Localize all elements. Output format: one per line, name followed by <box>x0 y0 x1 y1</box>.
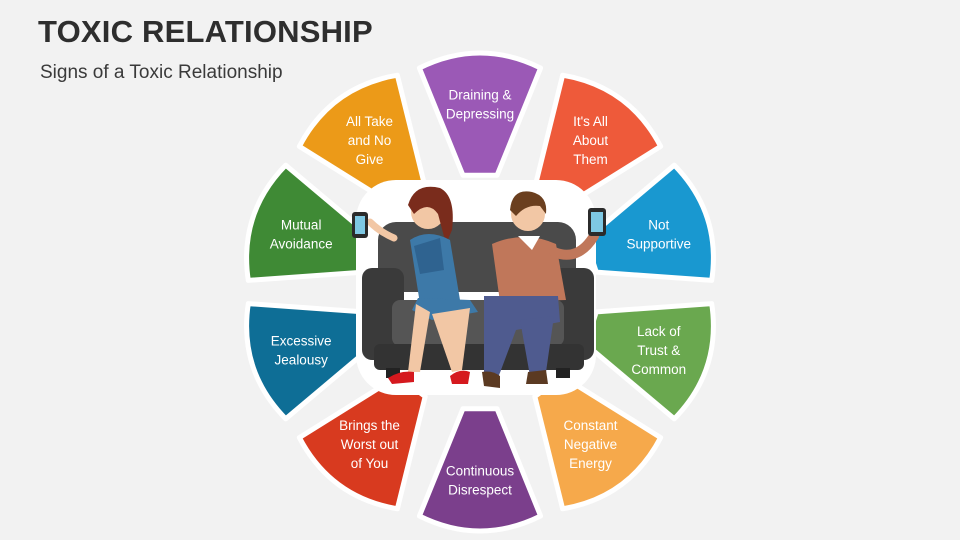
sign-label-line: of You <box>351 456 389 471</box>
sign-label-line: Draining & <box>448 88 511 103</box>
page-title: TOXIC RELATIONSHIP <box>38 14 373 49</box>
sign-label-line: and No <box>348 133 392 148</box>
sign-label-line: Mutual <box>281 217 322 232</box>
sign-label-line: Give <box>356 152 384 167</box>
sign-label-line: Trust & <box>637 343 680 358</box>
sign-petal <box>532 72 664 211</box>
sign-label-line: Brings the <box>339 418 400 433</box>
sign-petal <box>244 301 377 422</box>
sign-label-line: Depressing <box>446 107 514 122</box>
sign-label-line: Lack of <box>637 324 681 339</box>
sign-label-line: Common <box>631 362 686 377</box>
sign-petal <box>296 373 428 512</box>
sign-label-line: Disrespect <box>448 483 512 498</box>
sign-petal <box>416 406 544 534</box>
sign-petal <box>583 301 716 422</box>
sign-label-line: All Take <box>346 114 393 129</box>
sign-label-line: Worst out <box>341 437 399 452</box>
sign-label-line: Avoidance <box>270 236 333 251</box>
sign-label-line: Continuous <box>446 464 515 479</box>
sign-label-line: Energy <box>569 456 612 471</box>
sign-label: All Take and No Give <box>346 114 393 167</box>
sign-petal <box>296 72 428 211</box>
page-subtitle: Signs of a Toxic Relationship <box>40 62 283 83</box>
sign-label-line: Not <box>648 217 669 232</box>
sign-label-line: Them <box>573 152 608 167</box>
sign-petal <box>416 50 544 178</box>
sign-petal <box>244 162 377 283</box>
sign-label: Draining & Depressing <box>446 88 514 122</box>
sign-label-line: It's All <box>573 114 608 129</box>
couple-on-sofa-with-phones-icon <box>352 180 606 395</box>
sign-label-line: Supportive <box>627 236 692 251</box>
sign-petal <box>532 373 664 512</box>
sign-label-line: Negative <box>564 437 617 452</box>
sign-label-line: Jealousy <box>275 353 329 368</box>
sign-label-line: About <box>573 133 609 148</box>
sign-label-line: Constant <box>563 418 617 433</box>
sign-petal <box>583 162 716 283</box>
sign-label: Lack of Trust & Common <box>631 324 686 377</box>
sign-label-line: Excessive <box>271 334 332 349</box>
